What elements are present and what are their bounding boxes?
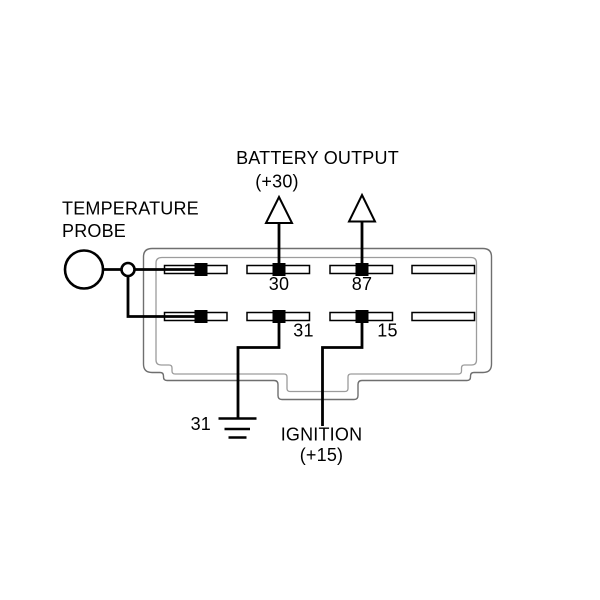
ground-pin-label: 31: [191, 414, 211, 434]
pin-15-label: 15: [377, 321, 397, 341]
wires: [84, 221, 364, 426]
terminal-slot: [411, 264, 476, 275]
wire-31-ground: [236, 317, 281, 418]
contact-87: [355, 263, 369, 276]
labels: BATTERY OUTPUT (+30) TEMPERATURE PROBE 3…: [62, 148, 399, 465]
connector-outer-outline: [142, 247, 493, 401]
pin-87-label: 87: [352, 274, 372, 294]
contact-15: [355, 310, 369, 323]
terminal-slots: [163, 264, 476, 322]
battery-arrow-30-icon: [264, 194, 294, 224]
contact-31: [272, 310, 286, 323]
ground-symbol-icon: [218, 417, 257, 439]
contact-probe-b: [194, 310, 208, 323]
battery-arrows: [264, 192, 377, 224]
battery-arrow-87-icon: [347, 192, 377, 223]
pin-31-label: 31: [293, 321, 313, 341]
ignition-label: IGNITION: [281, 425, 363, 445]
battery-terminal-label: (+30): [255, 172, 299, 192]
temperature-probe-label-line2: PROBE: [62, 221, 126, 241]
ignition-terminal-label: (+15): [300, 445, 344, 465]
terminal-contacts: [194, 263, 369, 323]
pin-30-label: 30: [269, 274, 289, 294]
wire-junction-node: [120, 261, 136, 278]
connector-inner-outline: [155, 256, 478, 393]
battery-output-label: BATTERY OUTPUT: [236, 148, 399, 168]
wire-probe-bottom: [126, 269, 198, 318]
temperature-probe-label-line1: TEMPERATURE: [62, 199, 199, 219]
probe-circle: [63, 249, 105, 290]
temperature-probe-symbol: [63, 249, 136, 290]
contact-probe-a: [194, 263, 208, 276]
wire-15-ignition: [321, 317, 364, 426]
terminal-slot: [411, 311, 476, 322]
contact-30: [272, 263, 286, 276]
